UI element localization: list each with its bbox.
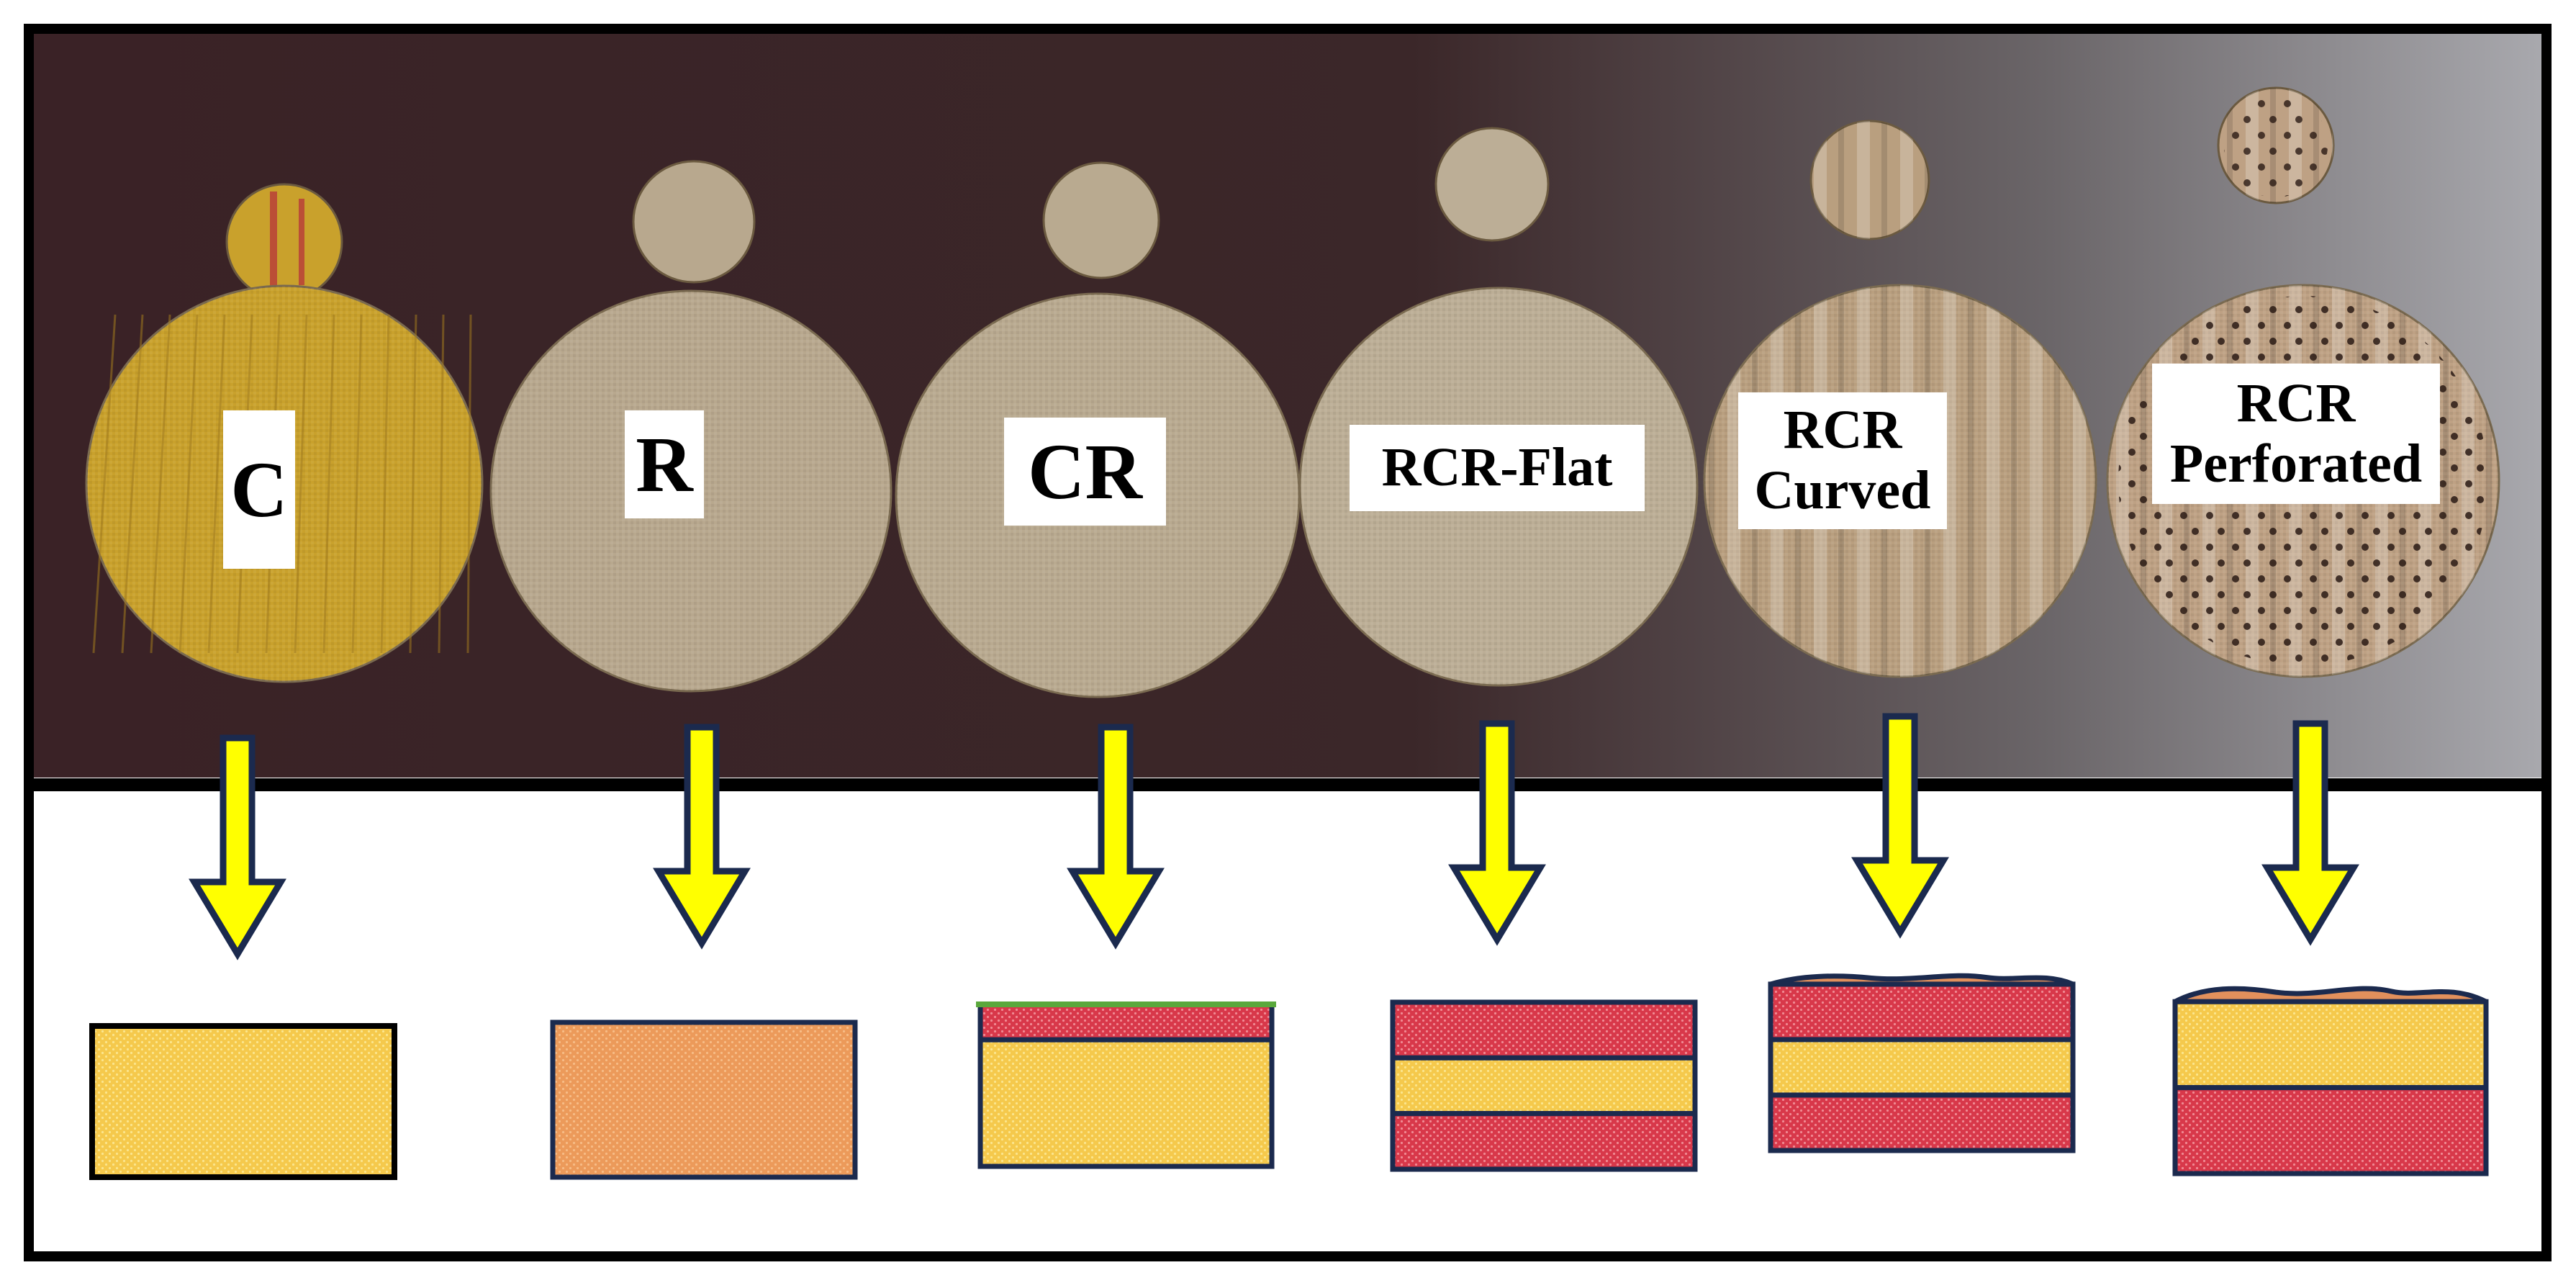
arrows	[189, 713, 2359, 960]
label-line: Curved	[1754, 460, 1931, 521]
layer-yellow-rcr-flat-1	[1390, 1055, 1698, 1117]
label-line: RCR	[2236, 372, 2356, 433]
disc-grain-4	[207, 314, 226, 654]
layer-red-rcr-curved-1	[1768, 981, 2076, 1043]
figure-frame	[24, 24, 2552, 1261]
layer-orange-r-0	[550, 1019, 858, 1180]
layer-yellow-cr-1	[977, 1037, 1275, 1169]
layer-red-thin-cr-0	[977, 1001, 1275, 1043]
small-disc-mark-c	[270, 192, 277, 292]
small-disc-r	[632, 160, 756, 284]
disc-grain-7	[294, 314, 308, 654]
disc-grain-3	[178, 314, 199, 654]
arrow-cr	[1067, 724, 1165, 950]
arrow-rcr-curved	[1851, 713, 1949, 939]
small-disc-holes-rcr-perforated	[2224, 94, 2328, 197]
disc-grain-0	[92, 314, 117, 654]
disc-grain-12	[438, 314, 445, 654]
disc-grain-9	[351, 314, 363, 654]
layer-red-rcr-perforated-2	[2172, 1085, 2489, 1176]
layer-outline-c	[89, 1023, 397, 1180]
label-c: C	[223, 410, 295, 569]
arrow-c	[189, 734, 286, 960]
arrow-rcr-perforated	[2261, 720, 2359, 946]
label-cr: CR	[1004, 418, 1166, 526]
small-disc-texture-rcr-curved	[1811, 121, 1929, 239]
disc-grain-11	[409, 314, 417, 654]
layer-green-edge-cr	[976, 1001, 1276, 1007]
label-line: R	[636, 420, 693, 508]
disc-grain-13	[466, 314, 472, 654]
label-rcr-flat: RCR-Flat	[1350, 425, 1645, 511]
small-disc-cr	[1042, 161, 1160, 279]
layer-yellow-c-0	[89, 1023, 397, 1180]
layer-yellow-rcr-curved-2	[1768, 1037, 2076, 1098]
disc-grain-2	[150, 314, 171, 654]
small-disc-c	[225, 183, 343, 301]
layer-diagrams	[89, 973, 2489, 1180]
layer-yellow-rcr-perforated-1	[2172, 999, 2489, 1091]
layer-red-rcr-curved-3	[1768, 1092, 2076, 1153]
label-r: R	[625, 410, 704, 518]
arrow-r	[653, 724, 751, 950]
label-line: RCR	[1783, 400, 1902, 461]
layer-wave-rcr-perforated	[2174, 986, 2487, 1004]
label-line: CR	[1028, 427, 1142, 516]
layer-red-rcr-flat-2	[1390, 1111, 1698, 1172]
small-disc-mark2-c	[299, 199, 304, 285]
arrow-rcr-flat	[1448, 720, 1546, 946]
label-line: Perforated	[2169, 433, 2423, 494]
disc-grain-8	[322, 314, 335, 654]
layer-red-rcr-flat-0	[1390, 999, 1698, 1061]
disc-grain-10	[380, 314, 390, 654]
small-disc-rcr-flat	[1434, 127, 1550, 242]
label-line: C	[230, 445, 288, 534]
label-line: RCR-Flat	[1381, 437, 1613, 498]
disc-grain-1	[121, 314, 144, 654]
